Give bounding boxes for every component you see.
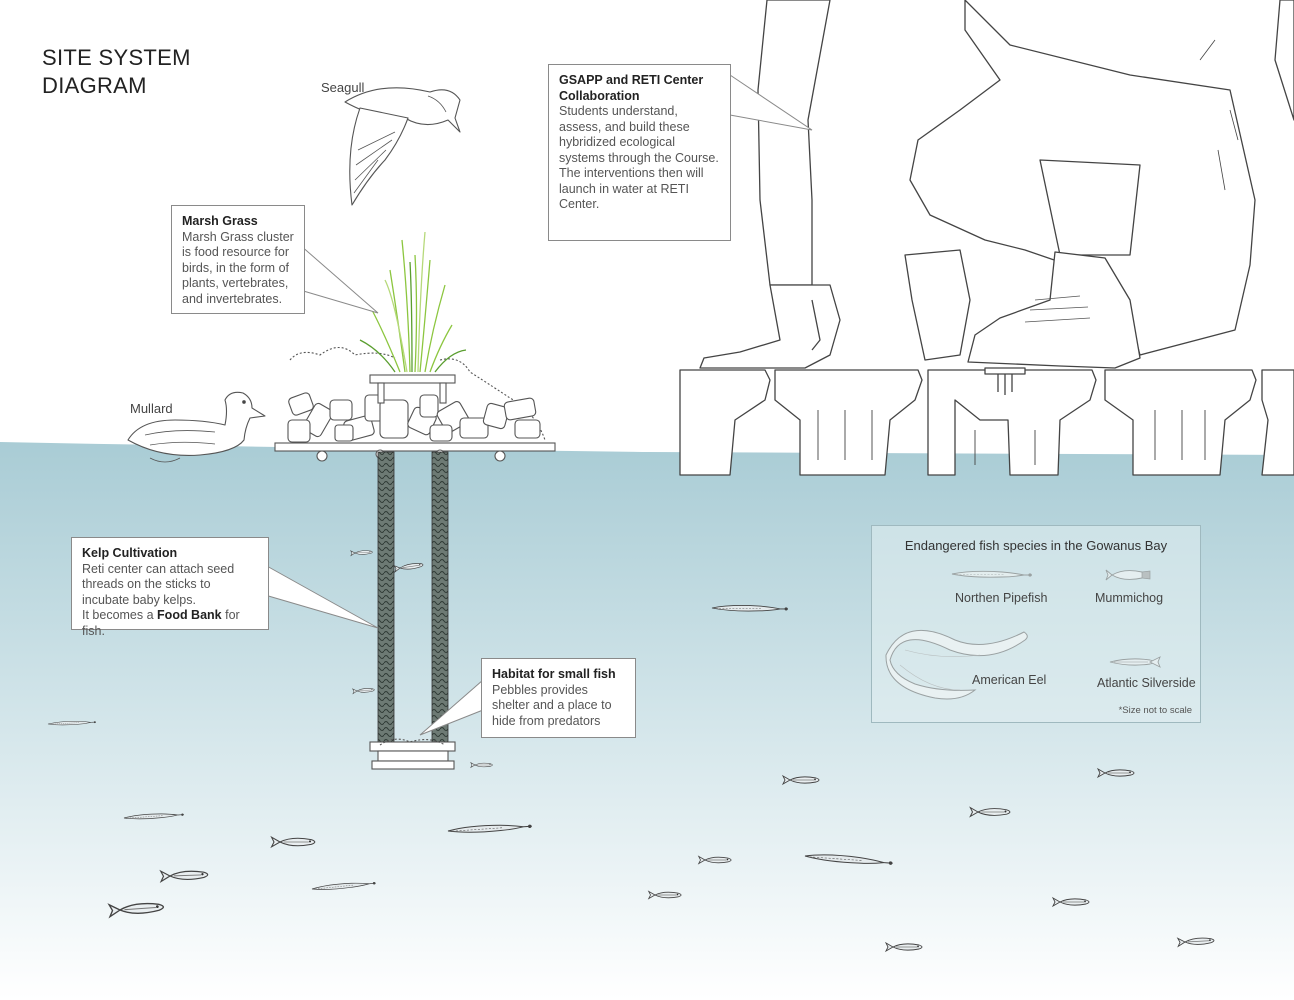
legend-northen-pipefish: Northen Pipefish [955, 591, 1048, 605]
marsh-grass-icon [359, 231, 467, 373]
legend-mummichog: Mummichog [1095, 591, 1164, 605]
title-line-1: SITE SYSTEM [42, 45, 191, 70]
callout-kelp-body2-pre: It becomes a [82, 608, 158, 622]
callout-gsapp-body2: The interventions then will launch in wa… [559, 166, 704, 211]
callout-kelp: Kelp Cultivation Reti center can attach … [71, 537, 269, 638]
page-title: SITE SYSTEM DIAGRAM [42, 44, 191, 100]
legend-atlantic-silverside: Atlantic Silverside [1097, 676, 1196, 690]
callout-habitat-body: Pebbles provides shelter and a place to … [492, 682, 612, 728]
legend-note: *Size not to scale [1118, 705, 1192, 716]
dock-icon [679, 367, 1294, 476]
seagull-label: Seagull [321, 80, 365, 95]
person-legs-icon [699, 0, 1294, 369]
callout-kelp-food-bank: Food Bank [157, 608, 222, 622]
callout-kelp-body2-post: for fish. [82, 608, 240, 638]
pebble-cage [369, 738, 456, 770]
callout-pointers [264, 74, 813, 736]
callout-marsh-body: Marsh Grass cluster is food resource for… [182, 229, 294, 306]
mullard-label: Mullard [130, 401, 173, 416]
callout-gsapp-title: GSAPP and RETI Center Collaboration [559, 73, 704, 103]
callout-kelp-title: Kelp Cultivation [82, 546, 178, 560]
species-legend: Endangered fish species in the Gowanus B… [871, 525, 1201, 723]
legend-american-eel: American Eel [972, 673, 1047, 687]
callout-kelp-body1: Reti center can attach seed threads on t… [82, 561, 235, 607]
legend-title: Endangered fish species in the Gowanus B… [904, 538, 1168, 553]
title-line-2: DIAGRAM [42, 73, 147, 98]
callout-marsh-title: Marsh Grass [182, 214, 258, 228]
callout-marsh-grass: Marsh Grass Marsh Grass cluster is food … [171, 205, 305, 314]
callout-habitat: Habitat for small fish Pebbles provides … [481, 658, 636, 738]
seagull-icon [344, 87, 461, 206]
callout-gsapp-body1: Students understand, assess, and build t… [559, 104, 719, 165]
duck-icon [127, 391, 266, 463]
callout-habitat-title: Habitat for small fish [492, 667, 616, 681]
callout-gsapp: GSAPP and RETI Center Collaboration Stud… [548, 64, 731, 241]
